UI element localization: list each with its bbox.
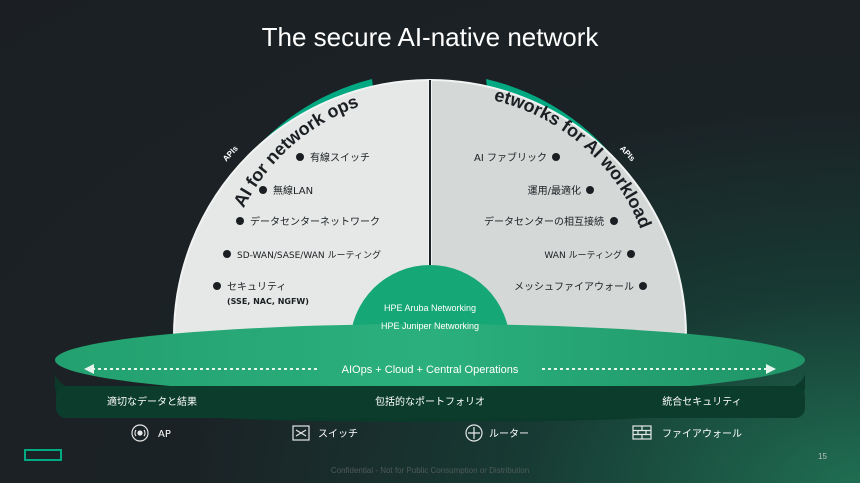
router-icon	[465, 424, 483, 442]
pillar-label: 統合セキュリティ	[662, 395, 741, 408]
bullet	[296, 153, 304, 161]
bullet	[552, 153, 560, 161]
left-apis-label: APIs	[221, 144, 240, 164]
left-item-label: SD-WAN/SASE/WAN ルーティング	[237, 249, 381, 261]
dome-right	[430, 78, 688, 337]
firewall-icon	[632, 425, 652, 440]
device-label: ファイアウォール	[662, 428, 742, 440]
right-item-list: AI ファブリック 運用/最適化 データセンターの相互接続 WAN ルーティング…	[474, 151, 647, 293]
left-item-label: セキュリティ	[227, 281, 286, 293]
hpe-logo	[24, 449, 62, 461]
hub-line-2: HPE Juniper Networking	[381, 321, 479, 331]
right-item-label: 運用/最適化	[528, 184, 581, 197]
bullet	[627, 250, 635, 258]
pillar-label: 適切なデータと結果	[107, 395, 197, 408]
device-router: ルーター	[465, 424, 529, 442]
bullet	[639, 282, 647, 290]
hub-line-1: HPE Aruba Networking	[384, 303, 476, 313]
bullet	[223, 250, 231, 258]
right-item-label: WAN ルーティング	[544, 249, 622, 261]
right-item-label: メッシュファイアウォール	[514, 281, 634, 293]
page-title: The secure AI-native network	[261, 22, 599, 52]
device-firewall: ファイアウォール	[632, 425, 742, 440]
bullet	[236, 217, 244, 225]
right-apis-label: APIs	[618, 144, 637, 164]
left-item-label: データセンターネットワーク	[250, 215, 380, 228]
device-label: AP	[158, 429, 171, 440]
base-disc	[55, 324, 805, 396]
bullet	[586, 186, 594, 194]
left-item-sublabel: (SSE, NAC, NGFW)	[227, 297, 309, 306]
pillar-label: 包括的なポートフォリオ	[375, 395, 485, 408]
switch-icon	[292, 425, 310, 441]
arrow-head-left	[84, 364, 94, 374]
right-item-label: データセンターの相互接続	[484, 215, 604, 228]
device-label: スイッチ	[318, 428, 358, 440]
bullet	[213, 282, 221, 290]
device-switch: スイッチ	[292, 425, 358, 441]
ops-label: AIOps + Cloud + Central Operations	[342, 364, 519, 376]
confidential-footer: Confidential - Not for Public Consumptio…	[330, 466, 530, 475]
left-item-list: 有線スイッチ 無線LAN データセンターネットワーク SD-WAN/SASE/W…	[213, 151, 381, 306]
device-label: ルーター	[489, 428, 529, 440]
device-ap: AP	[131, 424, 171, 442]
bullet	[259, 186, 267, 194]
access-point-icon	[131, 424, 149, 442]
pillar-bar	[56, 386, 805, 418]
dome-left	[172, 78, 430, 337]
left-item-label: 無線LAN	[273, 184, 313, 197]
page-number: 15	[818, 452, 827, 461]
bullet	[610, 217, 618, 225]
right-item-label: AI ファブリック	[474, 151, 547, 164]
left-item-label: 有線スイッチ	[310, 151, 370, 164]
arrow-head-right	[766, 364, 776, 374]
